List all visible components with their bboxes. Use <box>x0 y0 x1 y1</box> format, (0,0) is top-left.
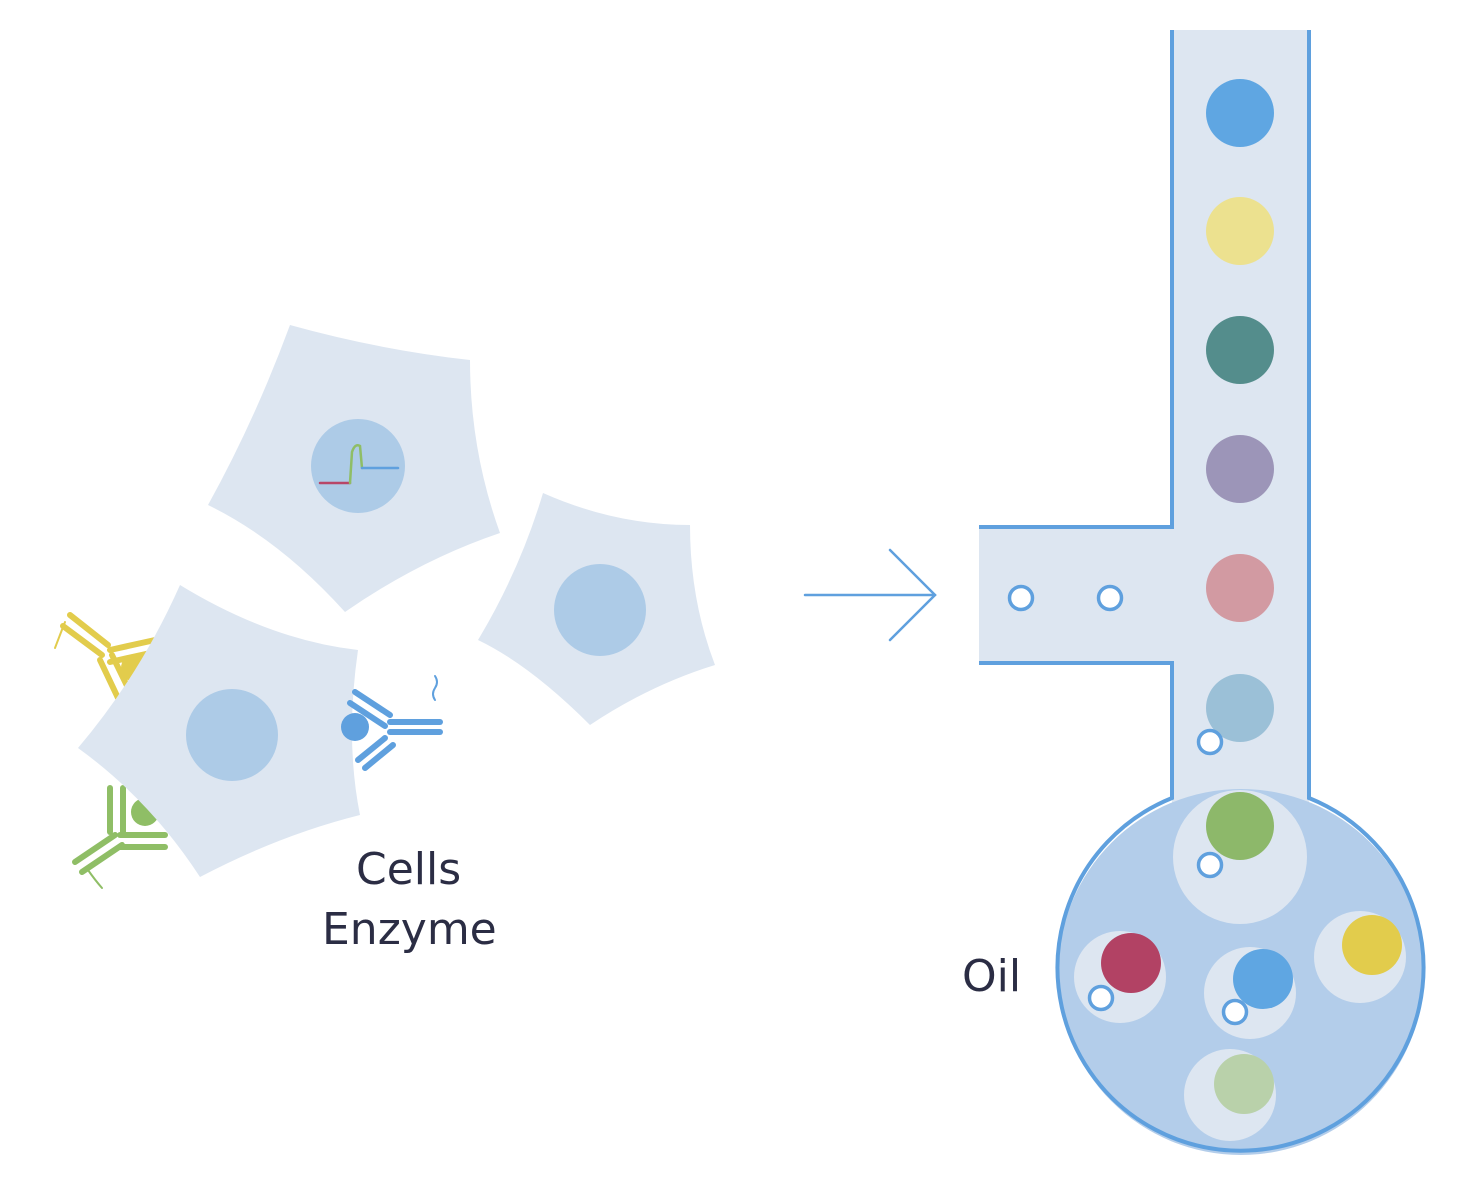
cells-label: Cells <box>356 844 462 895</box>
channel-outline <box>979 30 1426 1153</box>
nucleus-icon <box>186 689 278 781</box>
cell-top <box>208 325 500 612</box>
particle-icon <box>1196 728 1224 756</box>
particle-icon <box>1196 851 1224 879</box>
droplet-icon <box>1342 915 1402 975</box>
enzyme-label: Enzyme <box>322 904 497 955</box>
bead-icon <box>1206 316 1274 384</box>
bead-icon <box>1206 674 1274 742</box>
arrow-right-icon <box>803 548 937 642</box>
bulb-droplets <box>1101 915 1402 1114</box>
bead-icon <box>1206 79 1274 147</box>
droplet-icon <box>1214 1054 1274 1114</box>
channel-beads <box>1206 79 1274 860</box>
particle-icon <box>1087 984 1115 1012</box>
bead-icon <box>1206 197 1274 265</box>
bead-icon <box>1206 435 1274 503</box>
particle-icon <box>1096 584 1124 612</box>
particle-icon <box>1007 584 1035 612</box>
antibody-icon <box>341 675 443 771</box>
bead-icon <box>1206 554 1274 622</box>
droplet-icon <box>1233 949 1293 1009</box>
droplet-icon <box>1101 933 1161 993</box>
nucleus-icon <box>311 419 405 513</box>
cell-right <box>478 493 715 725</box>
particles <box>1007 584 1249 1026</box>
particle-icon <box>1221 998 1249 1026</box>
bead-icon <box>1206 792 1274 860</box>
cell-bottom-left <box>78 585 360 877</box>
oil-label: Oil <box>962 951 1022 1002</box>
dna-strand-icon <box>318 444 400 485</box>
cells-group <box>54 325 715 889</box>
nucleus-icon <box>554 564 646 656</box>
microfluidic-channel-icon <box>979 30 1426 1155</box>
